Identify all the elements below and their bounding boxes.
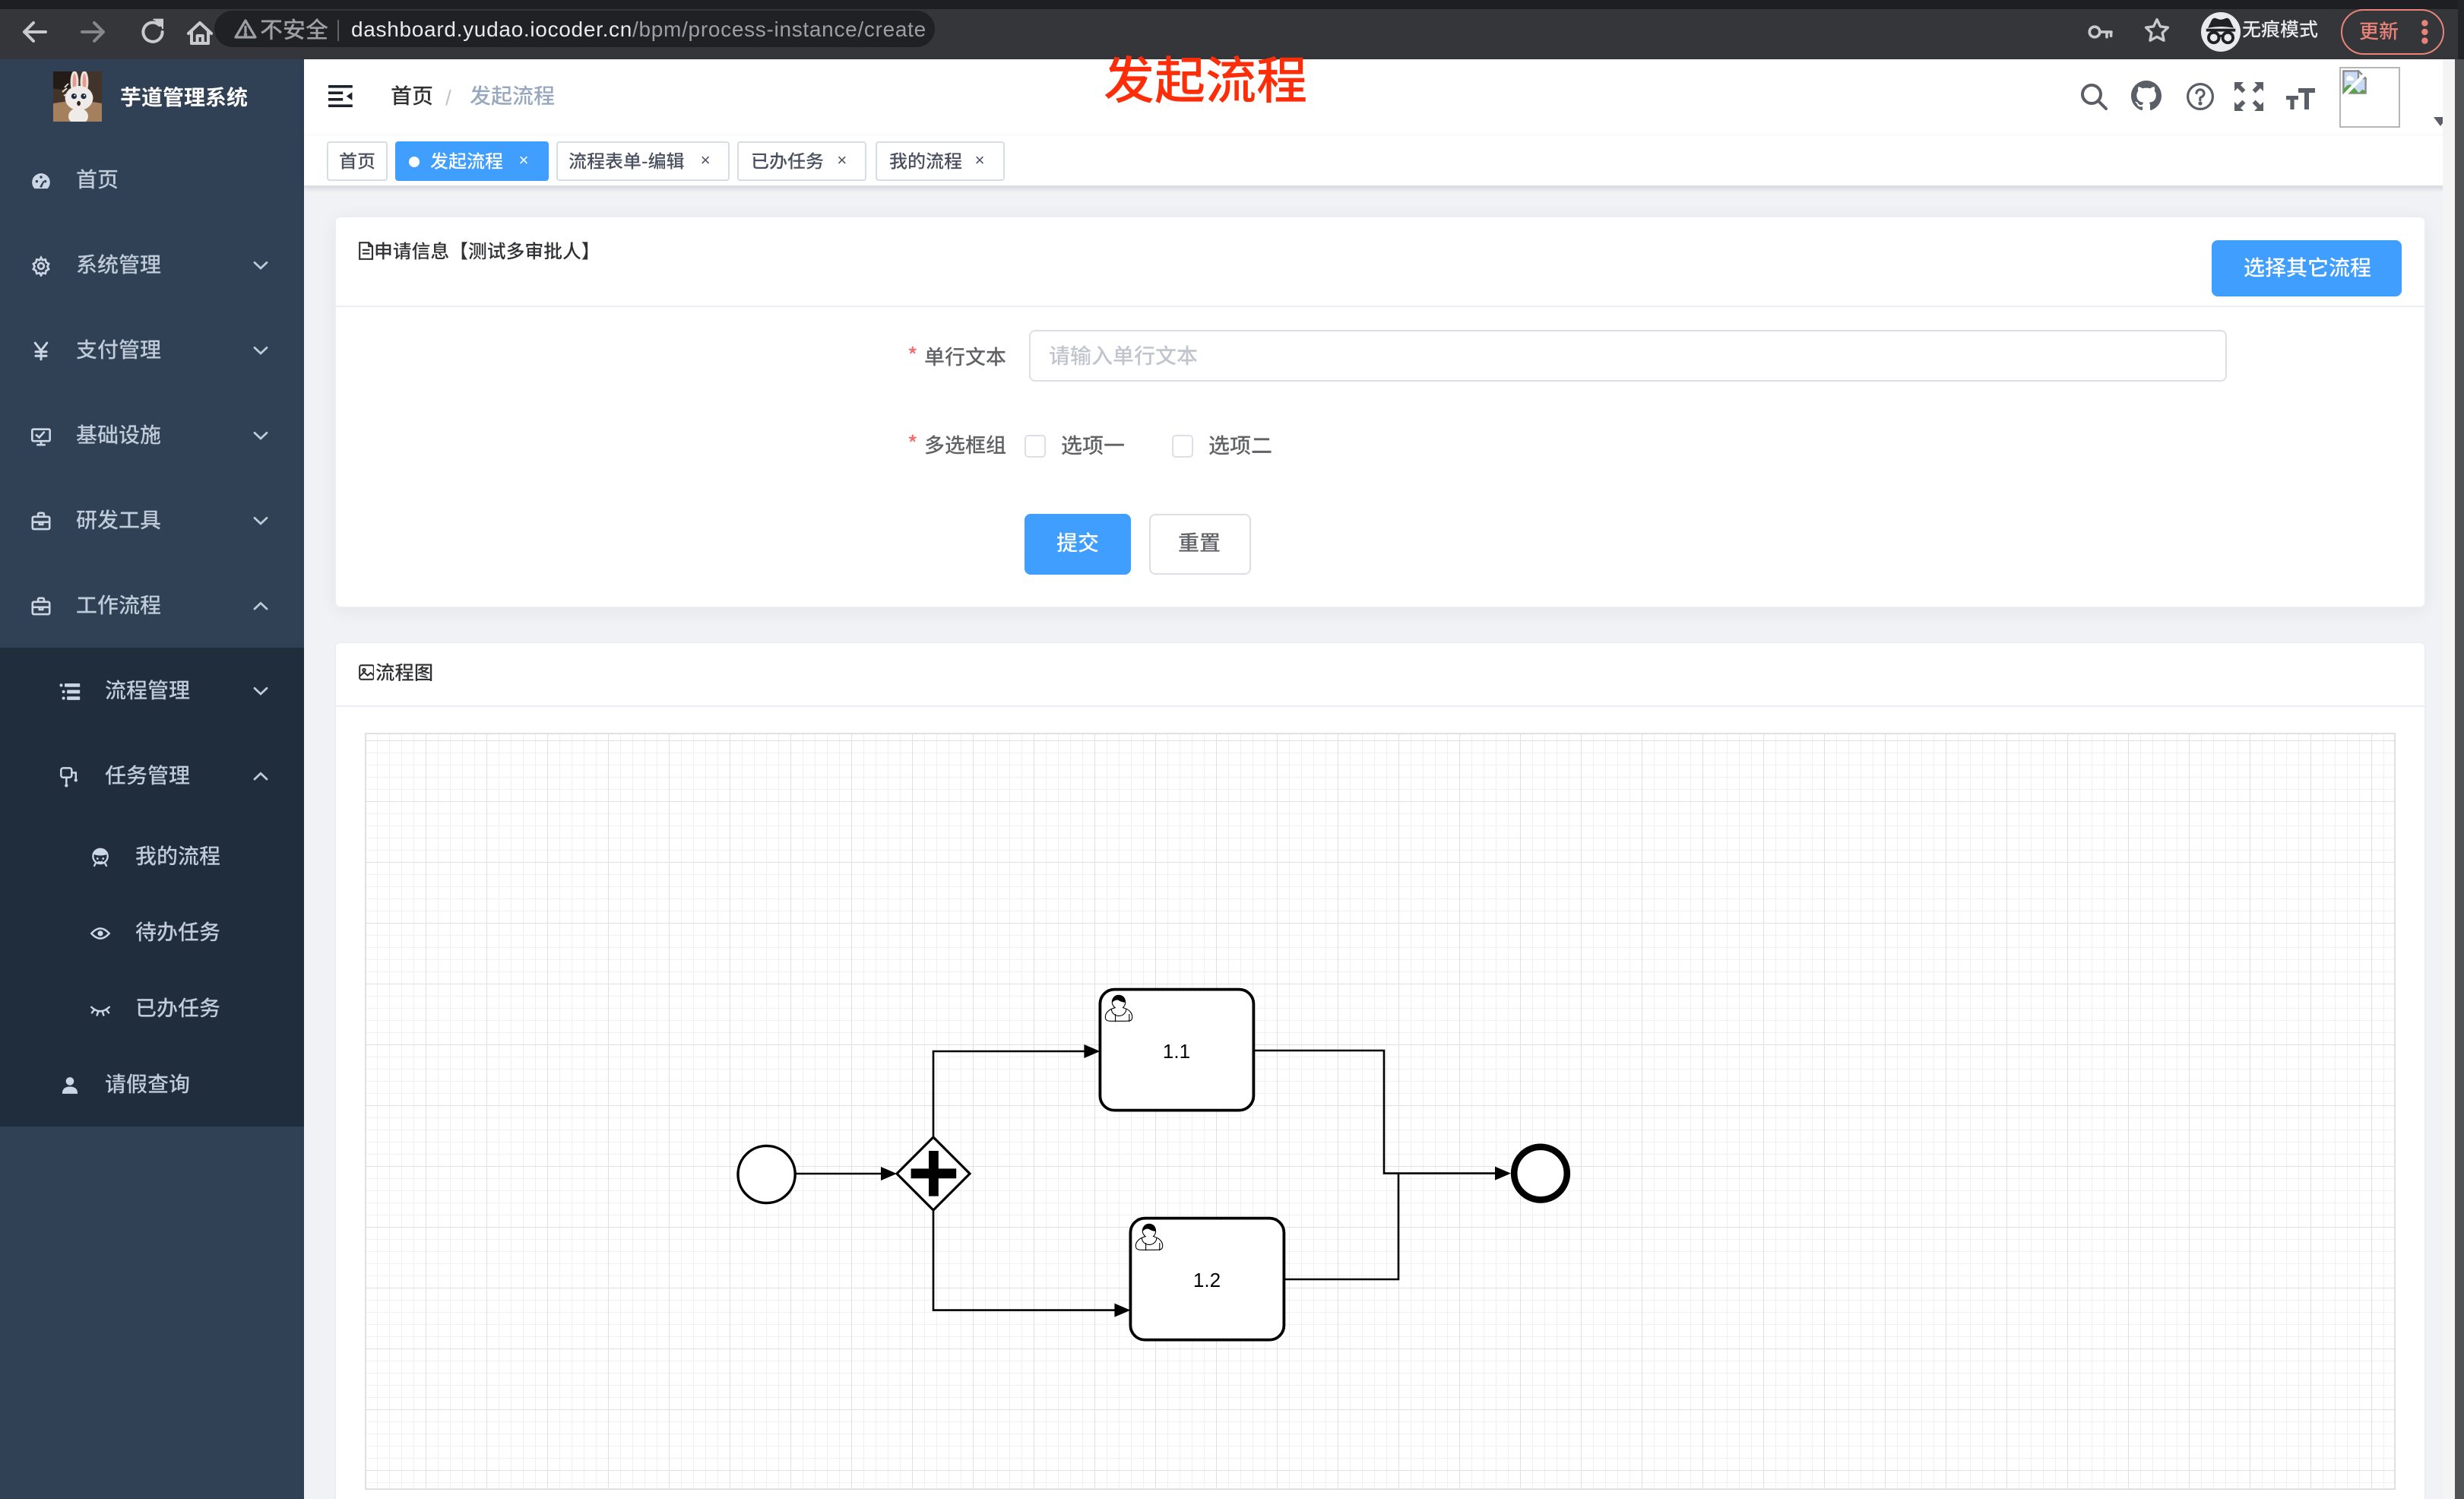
svg-text:1.2: 1.2 [1193,1268,1221,1291]
svg-text:1.1: 1.1 [1163,1039,1190,1062]
